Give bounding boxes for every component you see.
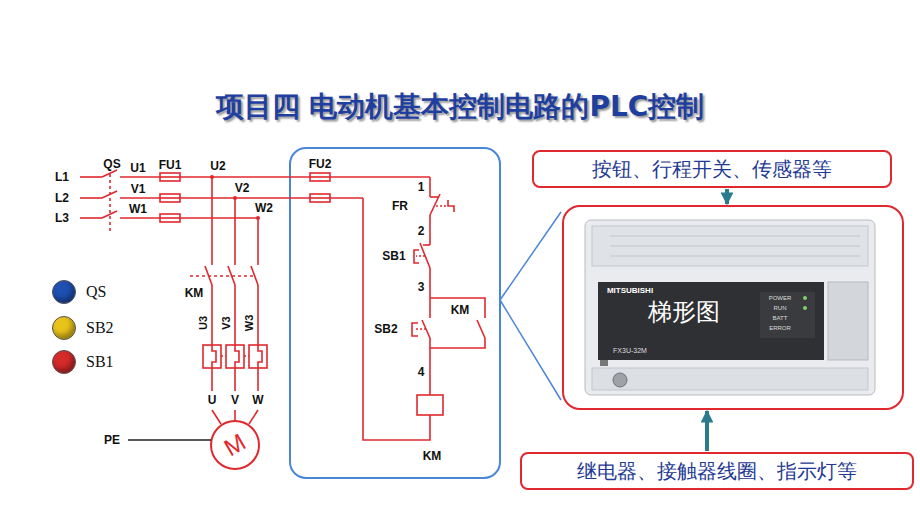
model-label: FX3U-32M (613, 347, 647, 354)
callout-line (500, 212, 561, 300)
led-label: BATT (773, 315, 788, 321)
terminal-label: V2 (235, 182, 250, 194)
line-label: L2 (55, 192, 69, 204)
part-label: KM (451, 304, 470, 316)
callout-line (500, 300, 561, 400)
terminal-label: U1 (130, 162, 145, 174)
part-label: KM (423, 450, 442, 462)
terminal-label: U (208, 394, 217, 406)
legend-item: SB2 (52, 316, 114, 340)
legend-text: SB2 (86, 319, 114, 337)
junction-dots (210, 175, 260, 220)
part-label: QS (103, 158, 120, 170)
legend-item: SB1 (52, 350, 114, 374)
line-label: L3 (55, 212, 69, 224)
terminal-label: U2 (210, 160, 225, 172)
terminal-label: W3 (244, 315, 255, 332)
led-label: RUN (774, 305, 787, 311)
flow-arrow (705, 411, 709, 451)
part-label: FU1 (159, 159, 182, 171)
led-label: ERROR (769, 325, 791, 331)
legend-swatch (52, 316, 76, 340)
wire-number: 2 (418, 225, 425, 237)
legend-item: QS (52, 280, 106, 304)
wire-number: 3 (418, 281, 425, 293)
line-label: L1 (55, 171, 69, 183)
brand-label: MITSUBISHI (607, 287, 653, 295)
part-label: SB2 (374, 323, 397, 335)
plc-picture (585, 220, 875, 395)
ladder-text: 梯形图 (648, 299, 720, 327)
part-label: FU2 (309, 158, 332, 170)
legend-swatch (52, 280, 76, 304)
box-text: 按钮、行程开关、传感器等 (592, 158, 832, 181)
box-text: 继电器、接触器线圈、指示灯等 (577, 460, 857, 483)
terminal-label: V1 (131, 183, 146, 195)
terminal-label: V (231, 394, 239, 406)
legend-text: SB1 (86, 353, 114, 371)
page-title: 项目四 电动机基本控制电路的PLC控制 (0, 88, 920, 126)
plc-box: 梯形图 (562, 205, 904, 410)
part-label: SB1 (382, 250, 405, 262)
terminal-label: V3 (221, 316, 232, 329)
terminal-label: W (252, 394, 263, 406)
terminal-label: W2 (255, 202, 273, 214)
flow-arrow (725, 189, 729, 204)
terminal-label: W1 (129, 203, 147, 215)
input-devices-box: 按钮、行程开关、传感器等 (532, 150, 892, 188)
part-label: KM (185, 287, 204, 299)
motor-symbol: M (220, 430, 249, 461)
wire-number: 4 (418, 366, 425, 378)
zoom-region (290, 148, 500, 478)
part-label: FR (392, 200, 408, 212)
legend-swatch (52, 350, 76, 374)
output-devices-box: 继电器、接触器线圈、指示灯等 (520, 452, 914, 490)
wire-number: 1 (418, 181, 425, 193)
legend-text: QS (86, 283, 106, 301)
wires (80, 170, 485, 469)
terminal-label: U3 (198, 316, 209, 330)
led-label: POWER (769, 295, 792, 301)
earth-label: PE (104, 434, 120, 446)
